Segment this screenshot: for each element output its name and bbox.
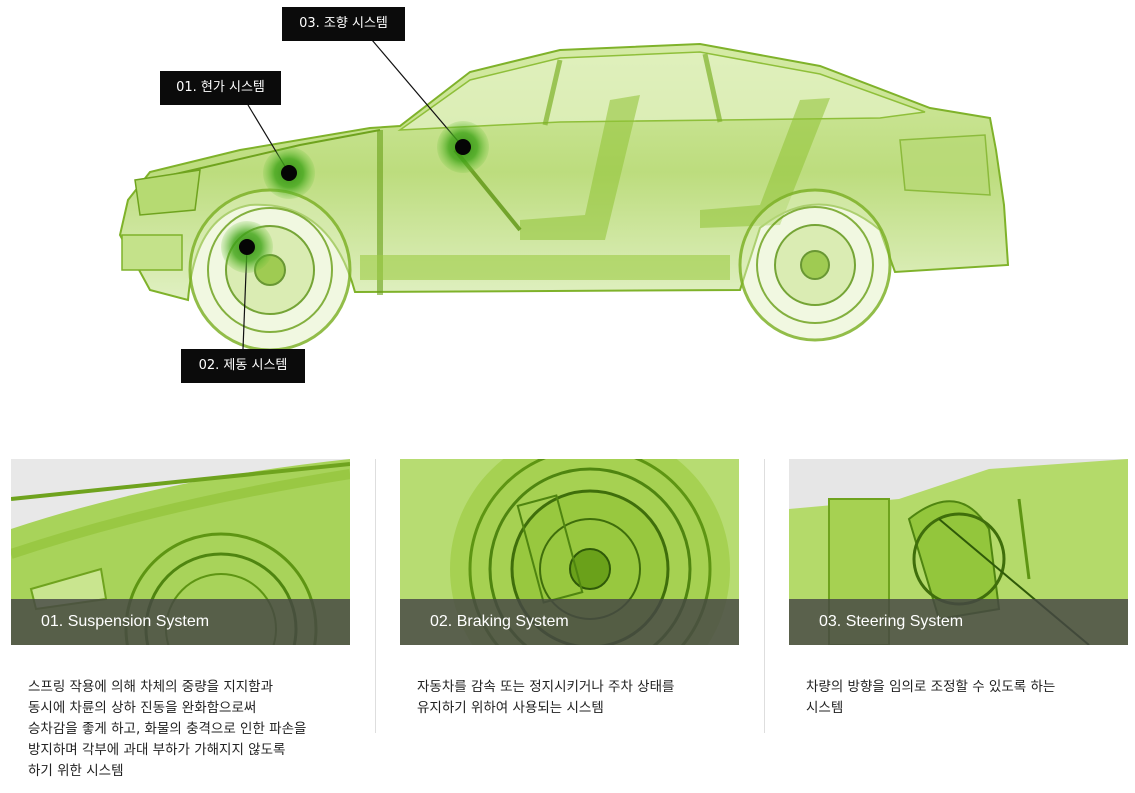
card-divider: [375, 459, 376, 733]
steering-card-title: 03. Steering System: [789, 599, 1128, 645]
suspension-thumbnail: 01. Suspension System: [11, 459, 350, 645]
suspension-card-title: 01. Suspension System: [11, 599, 350, 645]
car-diagram: 03. 조향 시스템 01. 현가 시스템 02. 제동 시스템: [118, 7, 1010, 383]
system-cards: 01. Suspension System 스프링 작용에 의해 차체의 중량을…: [0, 459, 1135, 779]
card-divider: [764, 459, 765, 733]
braking-callout-label[interactable]: 02. 제동 시스템: [181, 349, 305, 383]
braking-card: 02. Braking System 자동차를 감속 또는 정지시키거나 주차 …: [400, 459, 740, 719]
steering-card: 03. Steering System 차량의 방향을 임의로 조정할 수 있도…: [789, 459, 1129, 719]
car-illustration: [118, 39, 1010, 352]
braking-marker[interactable]: [221, 221, 273, 273]
braking-thumbnail: 02. Braking System: [400, 459, 739, 645]
steering-marker[interactable]: [437, 121, 489, 173]
braking-card-title: 02. Braking System: [400, 599, 739, 645]
suspension-card: 01. Suspension System 스프링 작용에 의해 차체의 중량을…: [11, 459, 351, 782]
suspension-callout-label[interactable]: 01. 현가 시스템: [160, 71, 281, 105]
steering-callout-label[interactable]: 03. 조향 시스템: [282, 7, 405, 41]
suspension-description: 스프링 작용에 의해 차체의 중량을 지지함과 동시에 차륜의 상하 진동을 완…: [28, 679, 307, 779]
steering-description: 차량의 방향을 임의로 조정할 수 있도록 하는 시스템: [806, 679, 1056, 716]
braking-description: 자동차를 감속 또는 정지시키거나 주차 상태를 유지하기 위하여 사용되는 시…: [417, 679, 675, 716]
suspension-marker[interactable]: [263, 147, 315, 199]
steering-thumbnail: 03. Steering System: [789, 459, 1128, 645]
